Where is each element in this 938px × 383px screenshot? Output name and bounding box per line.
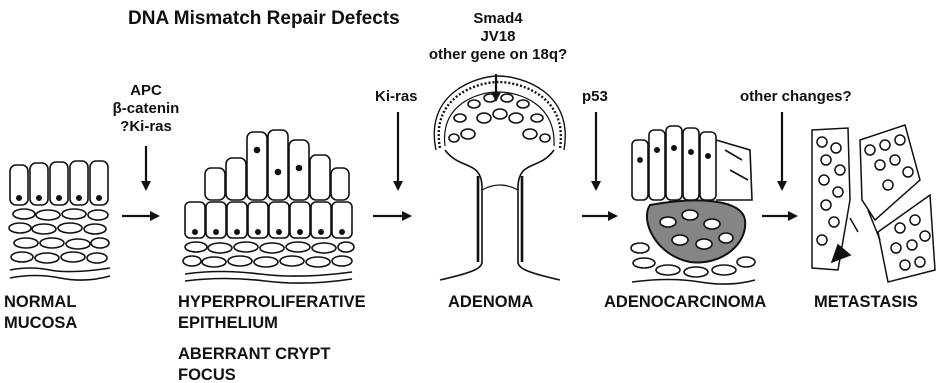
ki-ras-label: Ki-ras <box>375 88 418 106</box>
stage-aberrant-line1: ABERRANT CRYPT <box>178 344 330 365</box>
stage-hyper-line1: HYPERPROLIFERATIVE <box>178 292 366 313</box>
adenocarcinoma-illustration <box>631 126 755 284</box>
hyperproliferative-illustration <box>183 130 354 283</box>
smad-annotation: Smad4 JV18 other gene on 18q? <box>418 10 578 64</box>
apc-annotation: APC β-catenin ?Ki-ras <box>112 82 180 136</box>
stage-adenoma: ADENOMA <box>448 292 533 313</box>
stage-aberrant-line2: FOCUS <box>178 365 330 383</box>
apc-label: APC <box>112 82 180 100</box>
stage-normal-line2: MUCOSA <box>4 313 77 334</box>
diagram-title: DNA Mismatch Repair Defects <box>128 8 400 30</box>
jv18-label: JV18 <box>418 28 578 46</box>
stage-adenocarcinoma: ADENOCARCINOMA <box>604 292 766 313</box>
other-changes-label: other changes? <box>740 88 852 106</box>
normal-mucosa-illustration <box>9 161 110 280</box>
ki-ras-question-label: ?Ki-ras <box>112 118 180 136</box>
gene-18q-label: other gene on 18q? <box>418 46 578 64</box>
metastasis-illustration <box>812 125 935 282</box>
stage-metastasis: METASTASIS <box>814 292 918 313</box>
adenoma-illustration <box>434 76 565 280</box>
stage-normal-line1: NORMAL <box>4 292 77 313</box>
smad4-label: Smad4 <box>418 10 578 28</box>
stage-aberrant-crypt-focus: ABERRANT CRYPT FOCUS <box>178 344 330 383</box>
stage-normal-mucosa: NORMAL MUCOSA <box>4 292 77 334</box>
stage-hyper-line2: EPITHELIUM <box>178 313 366 334</box>
p53-label: p53 <box>582 88 608 106</box>
stage-hyperproliferative: HYPERPROLIFERATIVE EPITHELIUM <box>178 292 366 334</box>
flow-arrows <box>122 74 796 216</box>
beta-catenin-label: β-catenin <box>112 100 180 118</box>
